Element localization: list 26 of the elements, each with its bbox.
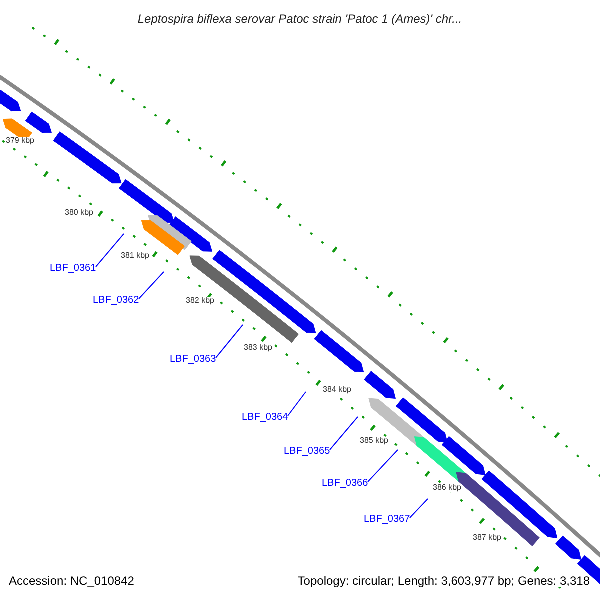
gene-label: LBF_0364 bbox=[242, 413, 288, 423]
accession-text: Accession: NC_010842 bbox=[9, 575, 134, 587]
leader-line bbox=[138, 272, 164, 300]
leader-line bbox=[410, 498, 428, 518]
position-label: 386 kbp bbox=[432, 484, 462, 492]
leader-line bbox=[216, 324, 244, 358]
position-label: 383 kbp bbox=[243, 344, 274, 352]
gene-label: LBF_0367 bbox=[364, 515, 410, 525]
gene-label: LBF_0365 bbox=[284, 447, 330, 457]
leader-line bbox=[288, 392, 306, 416]
position-label: 382 kbp bbox=[185, 297, 216, 305]
gene-label: LBF_0366 bbox=[322, 479, 368, 489]
gene-label: LBF_0362 bbox=[93, 296, 140, 306]
position-label: 384 kbp bbox=[322, 386, 352, 394]
topology-text: Topology: circular; Length: 3,603,977 bp; Genes: 3,318 bbox=[298, 575, 590, 587]
leader-line bbox=[368, 450, 398, 482]
gene-label: LBF_0361 bbox=[50, 264, 96, 274]
map-title: Leptospira biflexa serovar Patoc strain 'Patoc 1 (Ames)' chr... bbox=[136, 11, 464, 28]
position-label: 379 kbp bbox=[5, 137, 36, 145]
leader-line bbox=[96, 234, 124, 268]
position-label: 381 kbp bbox=[120, 252, 150, 260]
position-label: 380 kbp bbox=[64, 209, 94, 217]
position-label: 387 kbp bbox=[472, 534, 502, 542]
leader-line bbox=[330, 416, 358, 450]
position-label: 385 kbp bbox=[359, 437, 390, 445]
gene-label: LBF_0363 bbox=[170, 355, 216, 365]
